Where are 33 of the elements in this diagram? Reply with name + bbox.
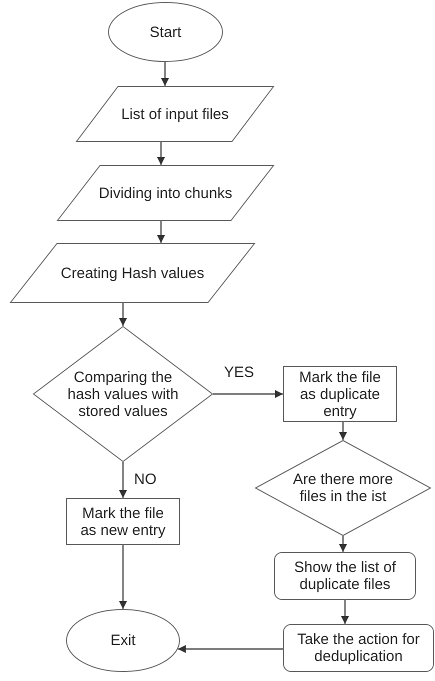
node-text: Are there more files in the ist [292,471,394,505]
data-parallelogram [10,243,255,303]
arrow [119,462,127,498]
terminal-ellipse [108,2,223,62]
arrow [339,536,347,552]
arrow [341,600,349,624]
node-text: Dividing into chunks [98,184,232,202]
data-parallelogram [57,165,274,221]
data-parallelogram [76,86,274,142]
node-text: Take the action for deduplication [296,631,421,665]
rounded-process-box [283,624,434,672]
node-text: Comparing the hash values with stored values [66,368,180,420]
arrow [161,62,169,86]
node-text: Show the list of duplicate files [293,559,397,593]
arrow [157,221,165,243]
arrow [119,303,127,326]
process-box [66,498,180,545]
decision-diamond [255,440,431,536]
terminal-ellipse [66,609,180,672]
arrow [178,645,283,653]
arrow [119,545,127,609]
node-text: Mark the file as new entry [79,504,167,538]
node-text: List of input files [121,106,229,122]
node-text: Mark the file as duplicate entry [298,368,382,420]
node-text: Creating Hash values [60,264,204,282]
node-text: Start [150,24,182,40]
rounded-process-box [274,552,416,600]
arrow [213,390,283,398]
arrow [157,142,165,165]
decision-diamond [33,326,213,462]
process-box [283,366,397,422]
arrow [339,422,347,440]
node-text: Exit [110,632,136,649]
